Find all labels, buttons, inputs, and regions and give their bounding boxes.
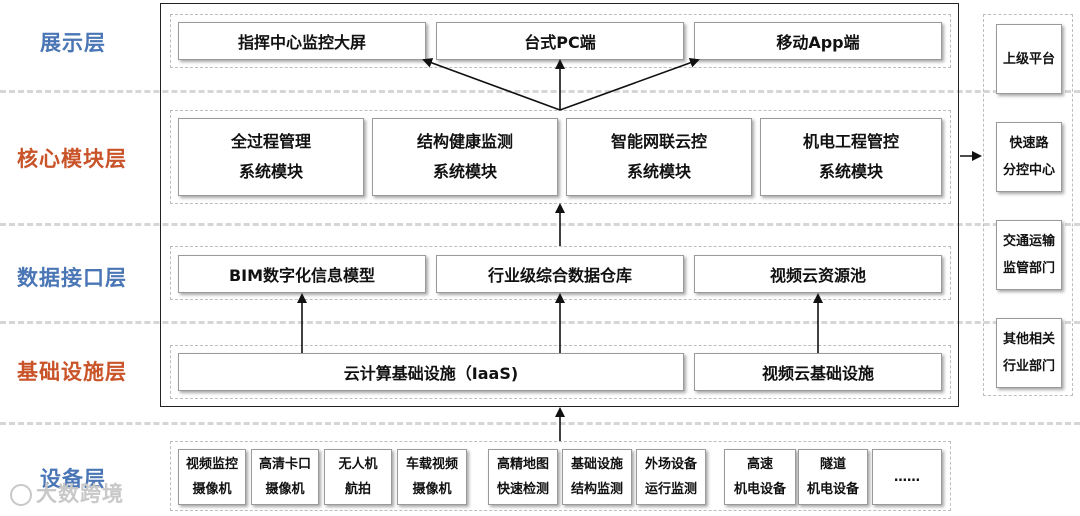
core-module-subtitle: 系统模块 (238, 162, 303, 181)
layer-label-device: 设备层 (40, 467, 106, 491)
separator-line (0, 223, 1080, 226)
side-line: 快速路 (1009, 136, 1049, 151)
side-transport-regulator: 交通运输监管部门 (996, 220, 1062, 290)
side-line: 分控中心 (1002, 163, 1055, 178)
core-module-structure: 结构健康监测 系统模块 (372, 118, 558, 196)
side-line: 交通运输 (1002, 234, 1055, 249)
infra-video-cloud: 视频云基础设施 (694, 353, 942, 391)
device-structure-monitor: 基础设施结构监测 (562, 449, 632, 505)
device-line: 结构监测 (570, 482, 623, 497)
device-drone: 无人机航拍 (324, 449, 392, 505)
layer-label-infra: 基础设施层 (17, 360, 127, 384)
device-line: 机电设备 (806, 482, 859, 497)
layer-label-core: 核心模块层 (17, 147, 127, 171)
separator-line (0, 422, 1080, 425)
device-line: 摄像机 (192, 482, 232, 497)
device-checkpoint-camera: 高清卡口摄像机 (251, 449, 319, 505)
device-line: 高精地图 (496, 457, 549, 472)
watermark: 大数跨境 (10, 478, 124, 508)
device-hd-map: 高精地图快速检测 (488, 449, 558, 505)
data-bim-model: BIM数字化信息模型 (178, 255, 426, 293)
device-line: …… (894, 469, 920, 485)
side-expressway-center: 快速路分控中心 (996, 122, 1062, 192)
display-command-screen: 指挥中心监控大屏 (178, 22, 426, 60)
device-vehicle-camera: 车载视频摄像机 (397, 449, 467, 505)
core-module-process: 全过程管理 系统模块 (178, 118, 364, 196)
device-line: 视频监控 (185, 457, 238, 472)
device-line: 航拍 (344, 482, 371, 497)
arrow-to-mobile-app (559, 58, 700, 111)
separator-line (0, 90, 1080, 93)
device-line: 高速 (746, 457, 773, 472)
core-module-title: 智能网联云控 (610, 132, 707, 151)
watermark-text: 大数跨境 (36, 482, 124, 506)
core-module-title: 结构健康监测 (416, 132, 513, 151)
display-desktop-pc: 台式PC端 (436, 22, 684, 60)
side-superior-platform: 上级平台 (996, 24, 1062, 94)
core-module-cloud-control: 智能网联云控 系统模块 (566, 118, 752, 196)
arrow-to-command-screen (422, 58, 561, 111)
separator-line (0, 321, 1080, 324)
device-line: 摄像机 (412, 482, 452, 497)
display-mobile-app: 移动App端 (694, 22, 942, 60)
side-line: 其他相关 (1002, 332, 1055, 347)
side-other-departments: 其他相关行业部门 (996, 318, 1062, 388)
core-module-subtitle: 系统模块 (432, 162, 497, 181)
device-group (170, 441, 951, 511)
layer-label-data: 数据接口层 (17, 266, 127, 290)
side-line: 上级平台 (1002, 51, 1055, 67)
platform-frame (160, 3, 959, 407)
device-tunnel-electromech: 隧道机电设备 (798, 449, 868, 505)
core-module-subtitle: 系统模块 (626, 162, 691, 181)
core-module-title: 全过程管理 (230, 132, 311, 151)
side-line: 行业部门 (1002, 359, 1055, 374)
side-line: 监管部门 (1002, 261, 1055, 276)
device-line: 基础设施 (570, 457, 623, 472)
device-highway-electromech: 高速机电设备 (724, 449, 796, 505)
device-line: 快速检测 (496, 482, 549, 497)
device-line: 无人机 (338, 457, 378, 472)
side-group (983, 14, 1073, 396)
device-more: …… (872, 449, 942, 505)
device-line: 运行监测 (644, 482, 697, 497)
core-module-electromech: 机电工程管控 系统模块 (760, 118, 942, 196)
device-line: 隧道 (819, 457, 846, 472)
data-warehouse: 行业级综合数据仓库 (436, 255, 684, 293)
device-field-equipment: 外场设备运行监测 (636, 449, 706, 505)
infra-iaas: 云计算基础设施（IaaS) (178, 353, 684, 391)
device-video-camera: 视频监控摄像机 (178, 449, 246, 505)
data-video-pool: 视频云资源池 (694, 255, 942, 293)
device-line: 机电设备 (733, 482, 786, 497)
layer-label-display: 展示层 (40, 31, 106, 55)
watermark-logo-icon (10, 484, 32, 506)
device-line: 车载视频 (405, 457, 458, 472)
device-line: 摄像机 (265, 482, 305, 497)
core-module-subtitle: 系统模块 (818, 162, 883, 181)
device-line: 外场设备 (644, 457, 697, 472)
core-module-title: 机电工程管控 (802, 132, 899, 151)
device-line: 高清卡口 (258, 457, 311, 472)
